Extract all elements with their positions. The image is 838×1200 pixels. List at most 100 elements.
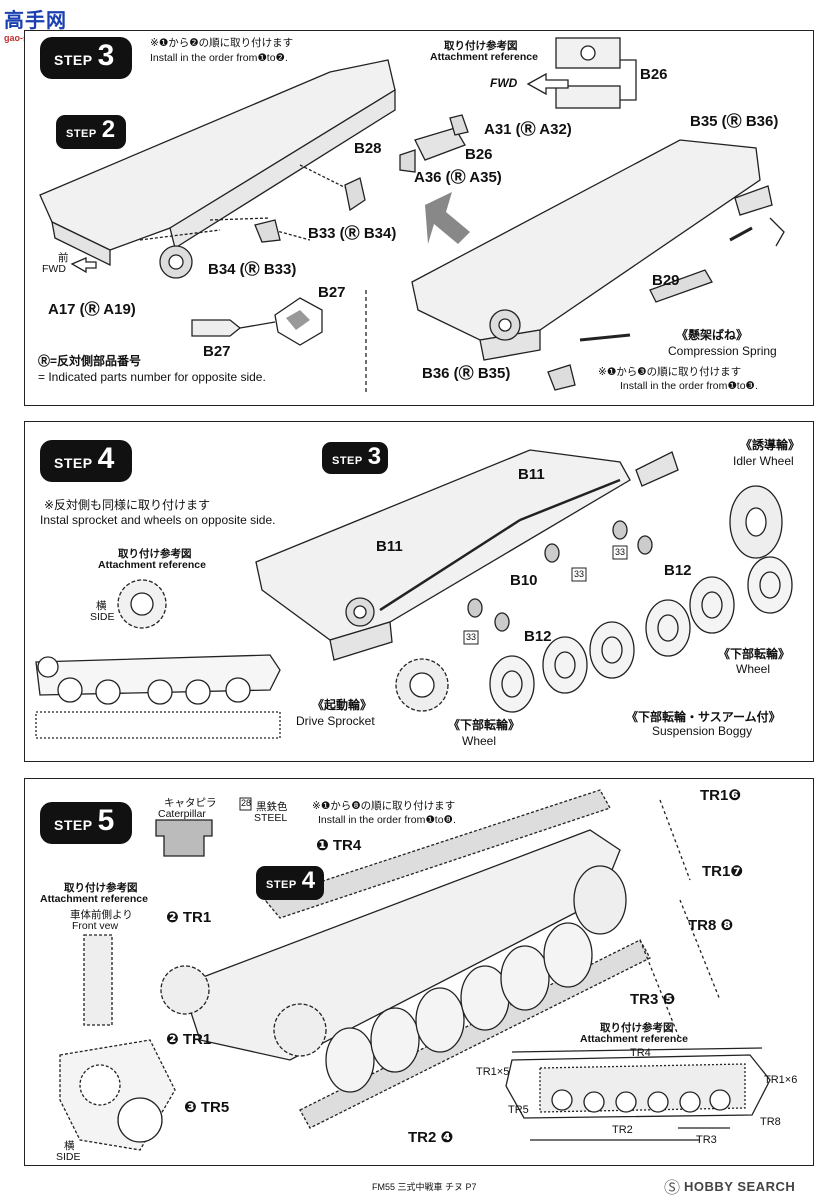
- hobby-search-text: HOBBY SEARCH: [684, 1178, 796, 1194]
- step3-order-en: Install in the order from❶to❷.: [150, 52, 288, 64]
- diagram-tr4: TR4: [630, 1047, 651, 1059]
- part-b12-right: B12: [664, 562, 692, 579]
- step4-ref-jp: 取り付け参考図: [118, 548, 192, 560]
- part-b36: B36 (Ⓡ B35): [422, 365, 511, 382]
- part-tr1-7: TR1❼: [702, 863, 744, 880]
- part-tr1-b: ❷ TR1: [166, 1031, 212, 1048]
- boggy-jp: 《下部転輪・サスアーム付》: [626, 710, 781, 724]
- footer-caption: FM55 三式中戦車 チヌ P7: [372, 1182, 477, 1192]
- watermark-top: 高手网: [4, 10, 67, 32]
- spring-en: Compression Spring: [668, 344, 777, 358]
- step5-substep-badge: STEP 4: [256, 866, 324, 900]
- opposite-legend-jp: Ⓡ=反対側部品番号: [38, 354, 142, 368]
- front-view-jp: 車体前側より: [70, 909, 133, 921]
- step4-substep-number: 3: [367, 443, 382, 470]
- step5-order-en: Install in the order from❶to❽.: [318, 814, 456, 826]
- diagram-tr2: TR2: [612, 1124, 633, 1136]
- caterpillar-jp: キャタピラ: [164, 797, 217, 809]
- part-b27-detail: B27: [203, 343, 231, 360]
- sprocket-en: Drive Sprocket: [296, 714, 375, 728]
- part-tr2: TR2 ❹: [408, 1129, 454, 1146]
- step5-ref2-en: Attachment reference: [580, 1033, 688, 1045]
- part-tr8: TR8 ❽: [688, 917, 734, 934]
- part-a31: A31 (Ⓡ A32): [484, 121, 572, 138]
- step3-substep-word: STEP: [66, 128, 97, 140]
- idler-jp: 《誘導輪》: [740, 438, 801, 452]
- step5-word: STEP: [54, 817, 93, 833]
- step4-side-en: SIDE: [90, 611, 115, 623]
- part-tr3: TR3 ❺: [630, 991, 676, 1008]
- part-b26: B26: [465, 146, 493, 163]
- part-b27: B27: [318, 284, 346, 301]
- part-b34: B34 (Ⓡ B33): [208, 261, 297, 278]
- step4-ref-en: Attachment reference: [98, 559, 206, 571]
- boggy-en: Suspension Boggy: [652, 724, 753, 738]
- step3-fwd: FWD: [490, 76, 518, 90]
- step5-order-jp: ※❶から❽の順に取り付けます: [312, 800, 456, 812]
- wheel-jp: 《下部転輪》: [718, 647, 791, 661]
- step4-word: STEP: [54, 455, 93, 471]
- badge-33-c: 33: [466, 632, 477, 642]
- part-b28: B28: [354, 140, 382, 157]
- hobby-search-logo: Ⓢ HOBBY SEARCH: [664, 1174, 795, 1198]
- part-b11-left: B11: [376, 538, 403, 555]
- part-tr5: ❸ TR5: [184, 1099, 230, 1116]
- step5-side-en: SIDE: [56, 1151, 81, 1163]
- steel-jp: 黒鉄色: [256, 801, 288, 813]
- step5-number: 5: [97, 804, 115, 837]
- part-b10: B10: [510, 572, 538, 589]
- step5-substep-number: 4: [301, 867, 316, 894]
- step3-substep-badge: STEP 2: [56, 115, 126, 149]
- step3-number: 3: [97, 39, 115, 72]
- caterpillar-en: Caterpillar: [158, 808, 206, 820]
- idler-en: Idler Wheel: [733, 454, 794, 468]
- part-b29: B29: [652, 272, 680, 289]
- wheel2-en: Wheel: [462, 734, 497, 748]
- step3-order-jp: ※❶から❷の順に取り付けます: [150, 37, 294, 49]
- front-view-en: Front vew: [72, 920, 119, 932]
- wheel2-jp: 《下部転輪》: [448, 718, 521, 732]
- step3-order2-en: Install in the order from❶to❸.: [620, 380, 758, 392]
- step4-side-jp: 横: [96, 600, 107, 612]
- part-tr1-a: ❷ TR1: [166, 909, 212, 926]
- step3-fwd-en: FWD: [42, 263, 66, 275]
- step5-substep-word: STEP: [266, 879, 297, 891]
- part-tr4: ❶ TR4: [316, 837, 362, 854]
- step3-ref-en: Attachment reference: [430, 51, 538, 63]
- part-b33: B33 (Ⓡ B34): [308, 225, 397, 242]
- step5-ref2-jp: 取り付け参考図: [600, 1022, 674, 1034]
- opposite-legend-en: = Indicated parts number for opposite si…: [38, 370, 266, 384]
- badge-33-b: 33: [615, 547, 626, 557]
- part-b35: B35 (Ⓡ B36): [690, 113, 779, 130]
- step4-note-en: Instal sprocket and wheels on opposite s…: [40, 513, 276, 527]
- diagram-tr3: TR3: [696, 1134, 717, 1146]
- step5-ref-jp: 取り付け参考図: [64, 882, 138, 894]
- part-tr1-6: TR1❻: [700, 787, 742, 804]
- step5-side-jp: 横: [64, 1140, 75, 1152]
- step5-ref-en: Attachment reference: [40, 893, 148, 905]
- step4-badge: STEP 4: [40, 440, 132, 482]
- wheel-en: Wheel: [736, 662, 771, 676]
- step3-ref-jp: 取り付け参考図: [444, 40, 518, 52]
- sprocket-jp: 《起動輪》: [312, 698, 373, 712]
- step3-fwd-jp: 前: [58, 252, 69, 264]
- part-b11-top: B11: [518, 466, 545, 483]
- badge-33-a: 33: [574, 569, 585, 579]
- part-b12-left: B12: [524, 628, 552, 645]
- step4-substep-badge: STEP 3: [322, 442, 388, 474]
- step5-badge: STEP 5: [40, 802, 132, 844]
- part-a36: A36 (Ⓡ A35): [414, 169, 502, 186]
- steel-en: STEEL: [254, 812, 288, 824]
- diagram-tr1x6: TR1×6: [764, 1074, 798, 1086]
- badge-28: 28: [241, 798, 252, 808]
- spring-jp: 《懸架ばね》: [676, 328, 749, 342]
- step4-note-jp: ※反対側も同様に取り付けます: [44, 498, 211, 512]
- step3-badge: STEP 3: [40, 37, 132, 79]
- step3-order2-jp: ※❶から❸の順に取り付けます: [598, 366, 742, 378]
- step4-substep-word: STEP: [332, 455, 363, 467]
- diagram-tr1x5: TR1×5: [476, 1066, 510, 1078]
- diagram-tr8: TR8: [760, 1116, 781, 1128]
